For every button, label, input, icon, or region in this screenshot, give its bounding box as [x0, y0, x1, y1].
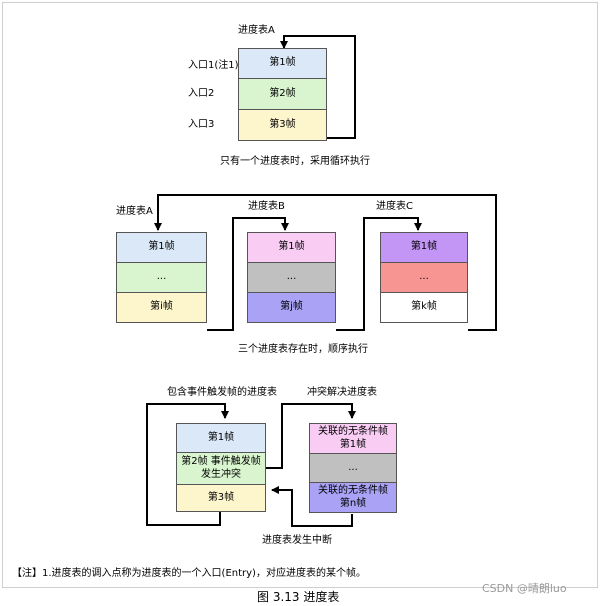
d1-frame-2: 第2帧: [238, 78, 327, 110]
d2-c-frame-k: 第k帧: [380, 292, 468, 323]
watermark: CSDN @晴朗luo: [482, 582, 567, 595]
d2-c-frame-ellipsis: ...: [380, 262, 468, 293]
arrow-c-to-a: [154, 194, 497, 331]
loop-arrow-1: [280, 35, 356, 139]
d3-right-label: 冲突解决进度表: [307, 387, 377, 398]
d2-b-frame-j: 第j帧: [247, 292, 336, 323]
d2-table-a-label: 进度表A: [116, 206, 153, 217]
d3-caption: 进度表发生中断: [262, 535, 332, 546]
d3-left-label: 包含事件触发帧的进度表: [167, 387, 277, 398]
d2-b-frame-1: 第1帧: [247, 232, 336, 263]
d3-left-frame-1: 第1帧: [176, 423, 266, 453]
entry-1-label: 入口1(注1): [188, 60, 239, 71]
entry-2-label: 入口2: [188, 88, 215, 99]
d3-left-frame-3: 第3帧: [176, 484, 266, 512]
arrow-b-to-c: [336, 217, 422, 331]
d2-caption: 三个进度表存在时，顺序执行: [238, 344, 368, 355]
arrow-conflict-to-resolution: [266, 403, 356, 469]
figure-caption: 图 3.13 进度表: [257, 590, 340, 604]
d3-right-frame-n: 关联的无条件帧 第n帧: [309, 482, 397, 513]
d3-left-frame-2-conflict: 第2帧 事件触发帧 发生冲突: [176, 452, 266, 485]
d2-b-frame-ellipsis: ...: [247, 262, 336, 293]
d2-table-b-label: 进度表B: [248, 201, 285, 212]
table-a-label: 进度表A: [238, 25, 275, 36]
d1-frame-1: 第1帧: [238, 48, 327, 79]
arrow-resolution-return: [271, 486, 353, 527]
arrow-a-to-b: [207, 217, 289, 331]
d2-table-c-label: 进度表C: [376, 201, 413, 212]
d3-right-frame-ellipsis: ...: [309, 453, 397, 483]
arrow-left-loop: [146, 403, 229, 526]
d1-frame-3: 第3帧: [238, 109, 327, 141]
d1-caption: 只有一个进度表时，采用循环执行: [220, 156, 370, 167]
d2-a-frame-1: 第1帧: [116, 232, 207, 263]
figure-frame: [2, 2, 598, 588]
d2-c-frame-1: 第1帧: [380, 232, 468, 263]
footnote: 【注】1.进度表的调入点称为进度表的一个入口(Entry)，对应进度表的某个帧。: [12, 568, 366, 579]
d2-a-frame-i: 第i帧: [116, 292, 207, 323]
entry-3-label: 入口3: [188, 119, 215, 130]
d3-right-frame-1: 关联的无条件帧 第1帧: [309, 423, 397, 454]
d2-a-frame-ellipsis: ...: [116, 262, 207, 293]
